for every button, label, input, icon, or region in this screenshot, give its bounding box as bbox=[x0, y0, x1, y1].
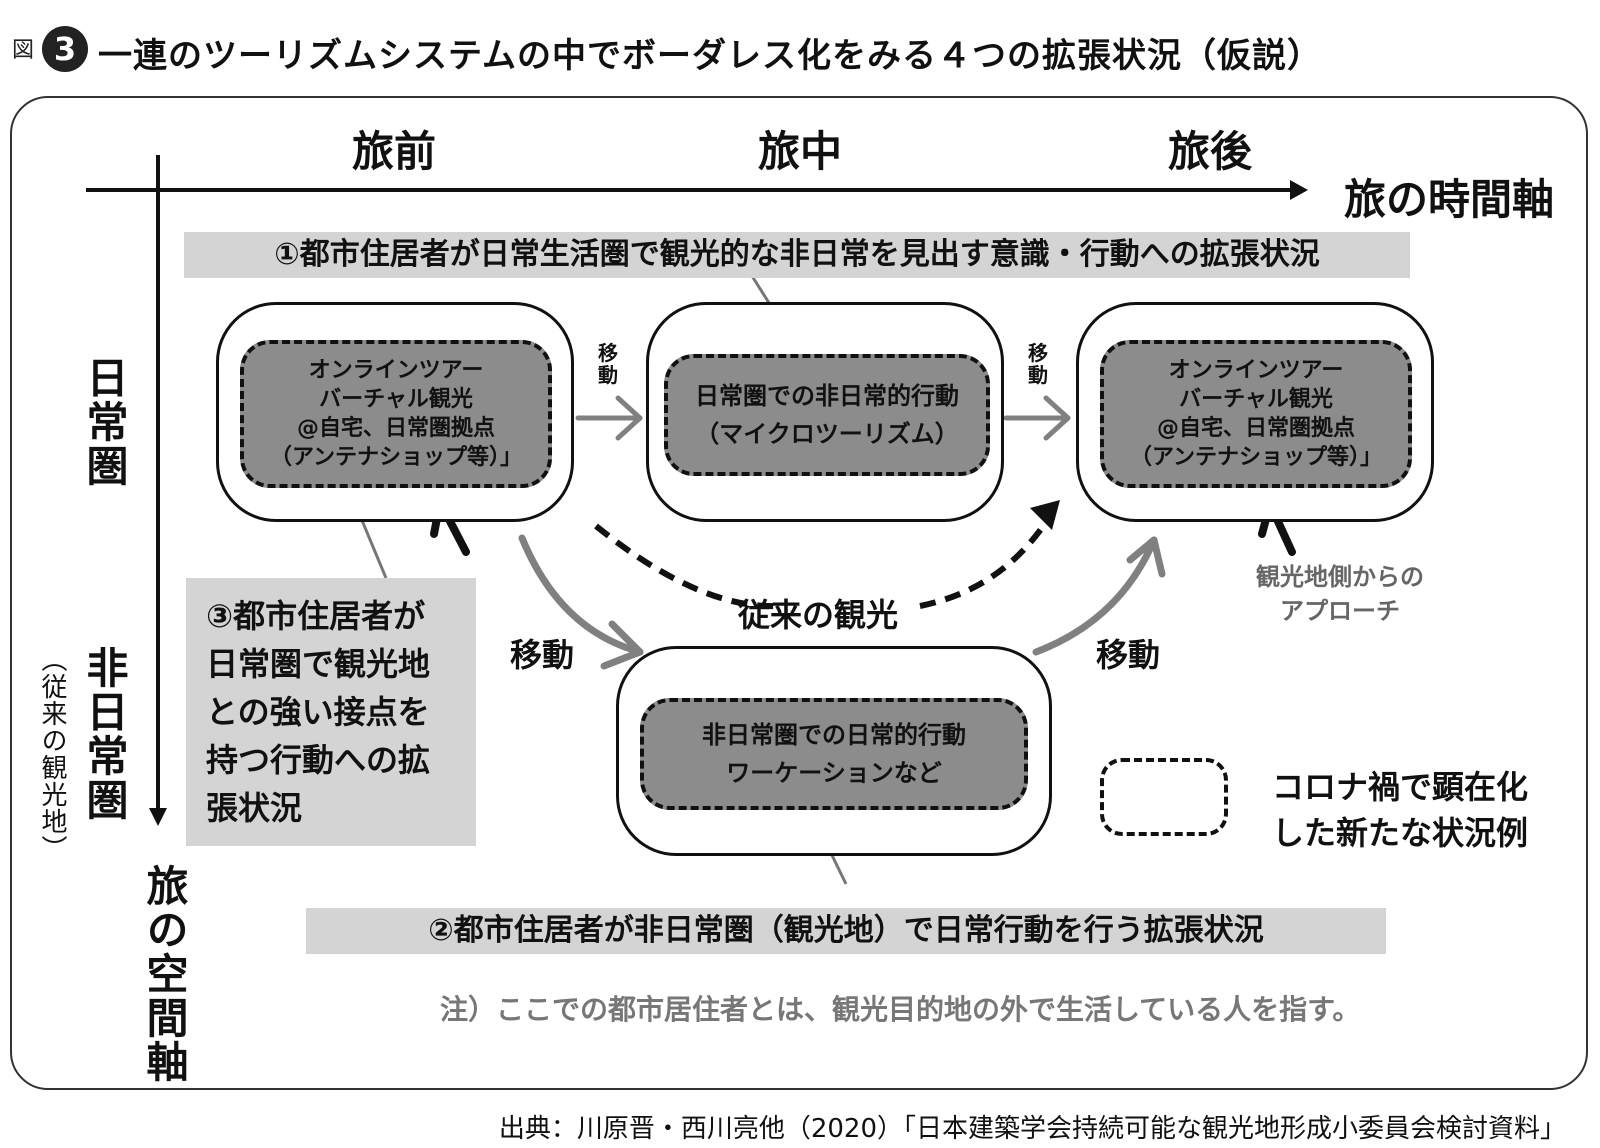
conventional-tourism-arc bbox=[594, 520, 1049, 610]
legend-text: コロナ禍で顕在化 した新たな状況例 bbox=[1272, 764, 1528, 856]
box-nondaily-line-1: 非日常圏での日常的行動 bbox=[702, 721, 966, 749]
approach-label: 観光地側からの アプローチ bbox=[1256, 560, 1424, 628]
box-after-line-2: バーチャル観光 bbox=[1179, 387, 1333, 412]
phase-before: 旅前 bbox=[352, 127, 437, 176]
box-after-line-3: @自宅、日常圏拠点 bbox=[1156, 416, 1355, 441]
box-before-line-2: バーチャル観光 bbox=[319, 387, 473, 412]
move-arrow-2 bbox=[1003, 395, 1071, 441]
box-nondaily-inner: 非日常圏での日常的行動 ワーケーションなど bbox=[640, 698, 1028, 810]
extension-3-line-5: 張状況 bbox=[206, 789, 303, 827]
move-arrow-1 bbox=[575, 395, 643, 441]
box-after-inner: オンラインツアー バーチャル観光 @自宅、日常圏拠点 （アンテナショップ等）」 bbox=[1100, 340, 1412, 488]
footnote: 注）ここでの都市居住者とは、観光目的地の外で生活している人を指す。 bbox=[440, 993, 1361, 1026]
move-arrow-down bbox=[518, 534, 644, 670]
conventional-tourism-arrowhead bbox=[1030, 500, 1060, 530]
legend-line-1: コロナ禍で顕在化 bbox=[1272, 768, 1529, 806]
extension-3-box: ③都市住居者が 日常圏で観光地 との強い接点を 持つ行動への拡 張状況 bbox=[186, 578, 476, 846]
approach-line-2: アプローチ bbox=[1280, 597, 1400, 625]
banner-extension-2: ②都市住居者が非日常圏（観光地）で日常行動を行う拡張状況 bbox=[306, 908, 1386, 954]
daily-zone-label: 日常圏 bbox=[80, 356, 129, 488]
box-before-line-3: @自宅、日常圏拠点 bbox=[296, 416, 495, 441]
move-arrow-up bbox=[1032, 536, 1166, 656]
move-label-small-2: 移動 bbox=[1028, 341, 1048, 387]
extension-3-line-3: との強い接点を bbox=[206, 693, 430, 731]
extension-3-line-4: 持つ行動への拡 bbox=[206, 741, 431, 779]
box-after-line-1: オンラインツアー bbox=[1168, 358, 1344, 383]
banner-extension-1: ①都市住居者が日常生活圏で観光的な非日常を見出す意識・行動への拡張状況 bbox=[184, 232, 1410, 278]
extension-3-line-1: ③都市住居者が bbox=[206, 597, 426, 635]
diagram-frame bbox=[10, 96, 1588, 1090]
conventional-tourism-label: 従来の観光 bbox=[738, 596, 899, 634]
box-nondaily-line-2: ワーケーションなど bbox=[726, 759, 942, 787]
move-label-right: 移動 bbox=[1096, 636, 1161, 674]
box-during-line-2: （マイクロツーリズム） bbox=[695, 420, 959, 448]
source-citation: 出典：川原晋・西川亮他（2020）「日本建築学会持続可能な観光地形成小委員会検討… bbox=[498, 1114, 1566, 1144]
box-before-line-4: （アンテナショップ等）」 bbox=[269, 445, 523, 470]
legend-line-2: した新たな状況例 bbox=[1272, 814, 1529, 852]
figure-number-badge: 3 bbox=[42, 26, 88, 72]
space-axis-label: 旅の空間軸 bbox=[140, 864, 189, 1084]
move-label-small-1: 移動 bbox=[598, 341, 618, 387]
time-axis-arrowhead bbox=[1290, 180, 1308, 200]
box-before-inner: オンラインツアー バーチャル観光 @自宅、日常圏拠点 （アンテナショップ等）」 bbox=[240, 340, 552, 488]
move-label-left: 移動 bbox=[510, 636, 575, 674]
phase-during: 旅中 bbox=[758, 127, 843, 176]
legend-dashed-box bbox=[1100, 758, 1228, 836]
approach-line-1: 観光地側からの bbox=[1256, 563, 1424, 591]
figure-label: 図 bbox=[12, 38, 35, 63]
box-during-line-1: 日常圏での非日常的行動 bbox=[695, 382, 959, 410]
space-axis-arrowhead bbox=[149, 808, 167, 826]
nondaily-zone-note: （従来の観光地） bbox=[37, 646, 67, 862]
figure-title: 一連のツーリズムシステムの中でボーダレス化をみる４つの拡張状況（仮説） bbox=[98, 36, 1322, 76]
extension-3-line-2: 日常圏で観光地 bbox=[206, 645, 431, 683]
box-after-line-4: （アンテナショップ等）」 bbox=[1129, 445, 1383, 470]
time-axis-label: 旅の時間軸 bbox=[1344, 175, 1555, 224]
box-before-line-1: オンラインツアー bbox=[308, 358, 484, 383]
box-during-inner: 日常圏での非日常的行動 （マイクロツーリズム） bbox=[664, 354, 990, 476]
nondaily-zone-label: 非日常圏 bbox=[80, 646, 129, 822]
phase-after: 旅後 bbox=[1168, 127, 1253, 176]
